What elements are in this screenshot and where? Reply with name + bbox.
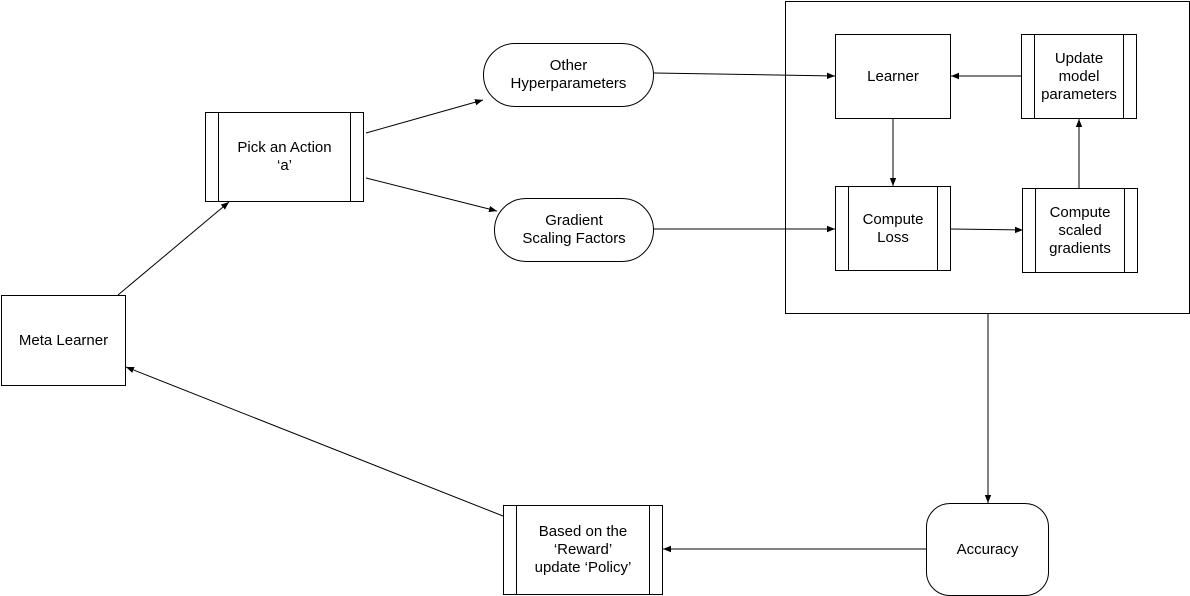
compute-loss-node[interactable]: Compute Loss (835, 186, 951, 271)
gradient-scaling-factors-label: Gradient Scaling Factors (522, 212, 626, 247)
gradient-scaling-factors-node[interactable]: Gradient Scaling Factors (494, 198, 654, 262)
update-model-parameters-label: Update model parameters (1041, 49, 1117, 103)
learner-label: Learner (867, 67, 919, 85)
compute-loss-label: Compute Loss (862, 210, 924, 246)
other-hyperparameters-node[interactable]: Other Hyperparameters (483, 43, 654, 107)
edge-meta-learner-to-pick-action (117, 201, 230, 296)
edge-pick-action-to-gradient-scaling-factors (365, 177, 498, 213)
meta-learner-node[interactable]: Meta Learner (1, 295, 126, 386)
update-policy-node[interactable]: Based on the ‘Reward’ update ‘Policy’ (503, 505, 663, 595)
accuracy-label: Accuracy (956, 540, 1019, 558)
compute-scaled-gradients-node[interactable]: Compute scaled gradients (1022, 188, 1138, 273)
edge-compute-loss-to-compute-scaled-gradients (950, 226, 1024, 234)
edge-update-policy-to-meta-learner (125, 366, 504, 517)
meta-learner-label: Meta Learner (18, 331, 109, 349)
update-model-parameters-node[interactable]: Update model parameters (1021, 34, 1137, 119)
pick-action-node[interactable]: Pick an Action ‘a’ (205, 112, 364, 202)
update-policy-label: Based on the ‘Reward’ update ‘Policy’ (534, 523, 632, 576)
pick-action-label: Pick an Action ‘a’ (237, 139, 332, 174)
compute-scaled-gradients-label: Compute scaled gradients (1049, 203, 1111, 257)
edge-pick-action-to-other-hyperparameters (365, 99, 484, 134)
other-hyperparameters-label: Other Hyperparameters (510, 57, 627, 92)
accuracy-node[interactable]: Accuracy (926, 503, 1049, 596)
learner-node[interactable]: Learner (835, 34, 951, 119)
edge-other-hyperparameters-to-learner (653, 72, 836, 80)
